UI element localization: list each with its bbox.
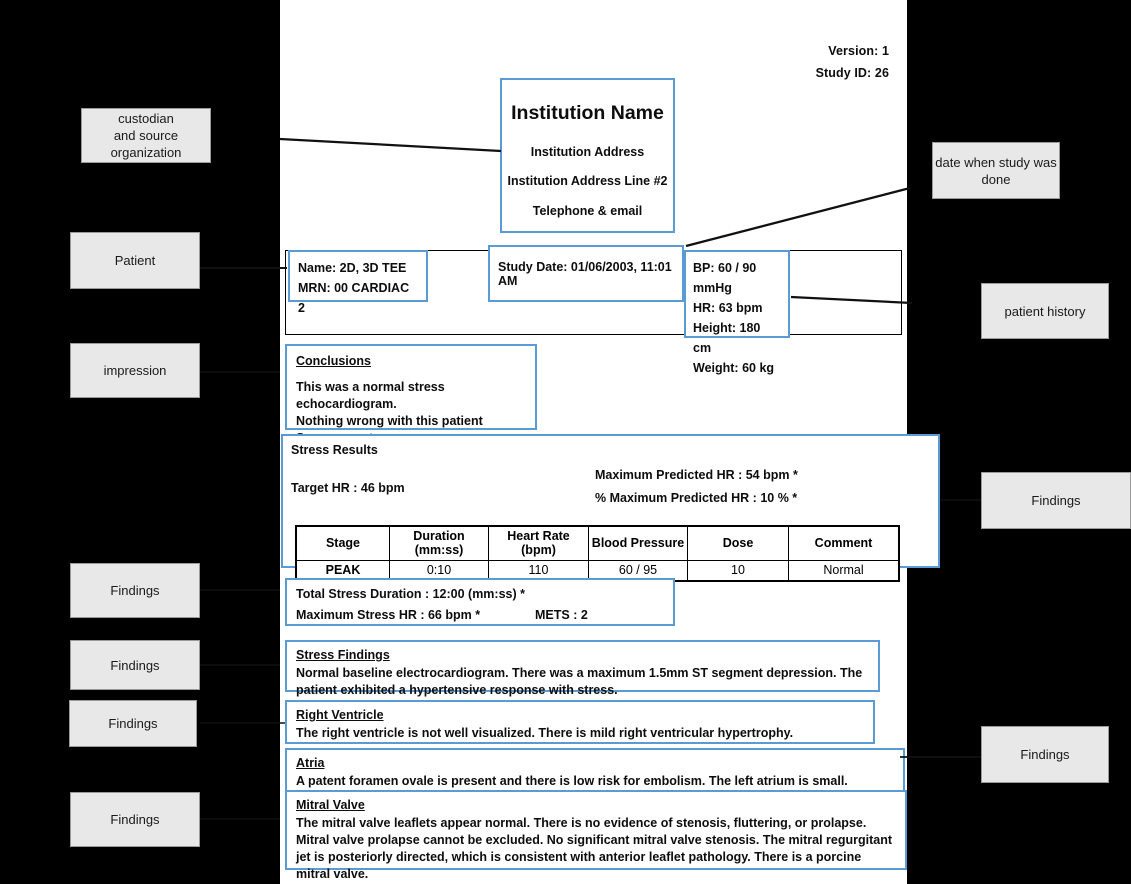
section-text: A patent foramen ovale is present and th… <box>296 774 848 788</box>
callout-custodian[interactable]: custodian and source organization <box>81 108 211 163</box>
callout-findings-1[interactable]: Findings <box>70 563 200 618</box>
callout-findings-5[interactable]: Findings <box>981 472 1131 529</box>
vital-height: Height: 180 cm <box>693 321 761 355</box>
stress-results-block: Stress Results Target HR : 46 bpm Maximu… <box>281 434 940 582</box>
patient-mrn: MRN: 00 CARDIAC 2 <box>298 281 410 315</box>
callout-study-date[interactable]: date when study was done <box>932 142 1060 199</box>
section-title: Right Ventricle <box>296 708 384 722</box>
version-label: Version: 1 <box>828 44 889 58</box>
vital-weight: Weight: 60 kg <box>693 361 775 375</box>
study-date-block: Study Date: 01/06/2003, 11:01 AM <box>488 245 684 302</box>
patient-identity-block: Name: 2D, 3D TEE MRN: 00 CARDIAC 2 <box>288 250 428 315</box>
target-hr-value: Target HR : 46 bpm <box>291 481 405 495</box>
stress-stage-table: Stage Duration (mm:ss) Heart Rate (bpm) … <box>295 525 900 582</box>
callout-impression[interactable]: impression <box>70 343 200 398</box>
vitals-block: BP: 60 / 90 mmHg HR: 63 bpm Height: 180 … <box>684 250 790 375</box>
maximum-predicted-hr-value: Maximum Predicted HR : 54 bpm * <box>595 468 798 482</box>
col-blood-pressure: Blood Pressure <box>588 525 688 561</box>
study-id-label: Study ID: 26 <box>815 66 889 80</box>
conclusions-title: Conclusions <box>296 354 372 368</box>
conclusions-line-2: Nothing wrong with this patient <box>296 414 483 428</box>
cell-blood-pressure: 60 / 95 <box>588 560 688 582</box>
section-text: Normal baseline electrocardiogram. There… <box>296 666 863 697</box>
callout-patient-history[interactable]: patient history <box>981 283 1109 339</box>
cell-dose: 10 <box>687 560 789 582</box>
study-date-value: Study Date: 01/06/2003, 11:01 AM <box>498 259 672 288</box>
institution-name: Institution Name <box>511 102 664 124</box>
institution-block: Institution Name Institution Address Ins… <box>500 78 675 233</box>
institution-contact: Telephone & email <box>532 204 643 218</box>
maximum-stress-hr: Maximum Stress HR : 66 bpm * <box>296 608 481 622</box>
vital-bp: BP: 60 / 90 mmHg <box>693 261 757 295</box>
pct-maximum-predicted-hr-value: % Maximum Predicted HR : 10 % * <box>595 491 798 505</box>
conclusions-line-1: This was a normal stress echocardiogram. <box>296 380 445 411</box>
col-dose: Dose <box>687 525 789 561</box>
table-header-row: Stage Duration (mm:ss) Heart Rate (bpm) … <box>295 525 900 561</box>
callout-findings-4[interactable]: Findings <box>70 792 200 847</box>
institution-address-line-2: Institution Address Line #2 <box>507 174 668 188</box>
section-mitral-valve: Mitral Valve The mitral valve leaflets a… <box>285 790 907 881</box>
conclusions-block: Conclusions This was a normal stress ech… <box>285 344 537 445</box>
cell-comment: Normal <box>788 560 900 582</box>
stress-results-title: Stress Results <box>291 443 378 457</box>
report-page: Version: 1 Study ID: 26 Institution Name… <box>280 0 940 884</box>
section-stress-findings: Stress Findings Normal baseline electroc… <box>285 640 880 697</box>
patient-name: Name: 2D, 3D TEE <box>298 261 407 275</box>
section-right-ventricle: Right Ventricle The right ventricle is n… <box>285 700 875 744</box>
callout-findings-2[interactable]: Findings <box>70 640 200 690</box>
col-duration: Duration (mm:ss) <box>389 525 489 561</box>
col-stage: Stage <box>295 525 390 561</box>
section-title: Atria <box>296 756 325 770</box>
col-heart-rate: Heart Rate (bpm) <box>488 525 589 561</box>
callout-findings-3[interactable]: Findings <box>69 700 197 747</box>
section-atria: Atria A patent foramen ovale is present … <box>285 748 905 792</box>
institution-address-line-1: Institution Address <box>530 145 645 159</box>
vital-hr: HR: 63 bpm <box>693 301 763 315</box>
callout-findings-6[interactable]: Findings <box>981 726 1109 783</box>
section-title: Stress Findings <box>296 648 390 662</box>
cell-stage: PEAK <box>295 560 390 582</box>
table-row: PEAK 0:10 110 60 / 95 10 Normal <box>295 560 900 582</box>
mets-value: METS : 2 <box>535 608 588 622</box>
section-text: The mitral valve leaflets appear normal.… <box>296 816 892 881</box>
section-title: Mitral Valve <box>296 798 365 812</box>
total-stress-duration: Total Stress Duration : 12:00 (mm:ss) * <box>296 587 525 601</box>
callout-patient[interactable]: Patient <box>70 232 200 289</box>
stress-duration-block: Total Stress Duration : 12:00 (mm:ss) * … <box>285 578 675 626</box>
section-text: The right ventricle is not well visualiz… <box>296 726 794 740</box>
col-comment: Comment <box>788 525 900 561</box>
